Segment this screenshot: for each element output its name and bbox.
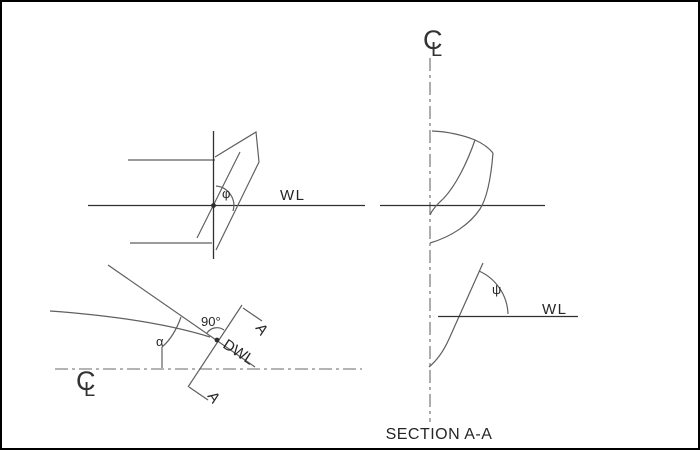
tangency-dot [214, 337, 220, 343]
right-angle-label: 90° [201, 314, 221, 329]
dwl-curve [49, 310, 211, 338]
psi-angle-arc [478, 270, 509, 315]
section-cut-line [187, 304, 243, 388]
centerline-symbol-c-top: C [423, 25, 443, 55]
section-marker-bottom: A [204, 389, 224, 407]
stem-outer-edge [214, 130, 260, 251]
centerline-symbol-l-top: L [431, 39, 442, 61]
waterline-plan-view: C L 90° DWL A A α [49, 264, 362, 407]
alpha-angle-arc [161, 316, 182, 348]
section-marker-leader-bottom [188, 386, 209, 401]
wl-label-left: WL [280, 187, 306, 204]
centerline-symbol-l: L [84, 379, 95, 401]
stem-inner-edge [196, 151, 241, 239]
hull-inner-curve [429, 139, 476, 216]
hull-outer-curve [429, 152, 494, 244]
body-section-view: C L ψ WL SECTION A-A [380, 25, 578, 443]
alpha-label: α [156, 334, 164, 349]
tangent-line [107, 264, 256, 368]
deck-curve [431, 130, 494, 154]
dwl-label: DWL [220, 336, 257, 368]
phi-label: φ [222, 186, 230, 201]
section-marker-leader-top [242, 307, 263, 322]
section-caption: SECTION A-A [386, 426, 493, 443]
waterline-intersection-dot [211, 203, 216, 208]
right-angle-arc [206, 327, 225, 334]
stem-profile-view: φ WL [88, 130, 365, 259]
wl-label-right: WL [542, 301, 568, 318]
phi-angle-arc [215, 185, 235, 212]
centerline-symbol-c: C [76, 366, 96, 396]
section-marker-top: A [252, 321, 272, 339]
psi-tangent-line [428, 262, 484, 368]
psi-label: ψ [492, 282, 501, 297]
